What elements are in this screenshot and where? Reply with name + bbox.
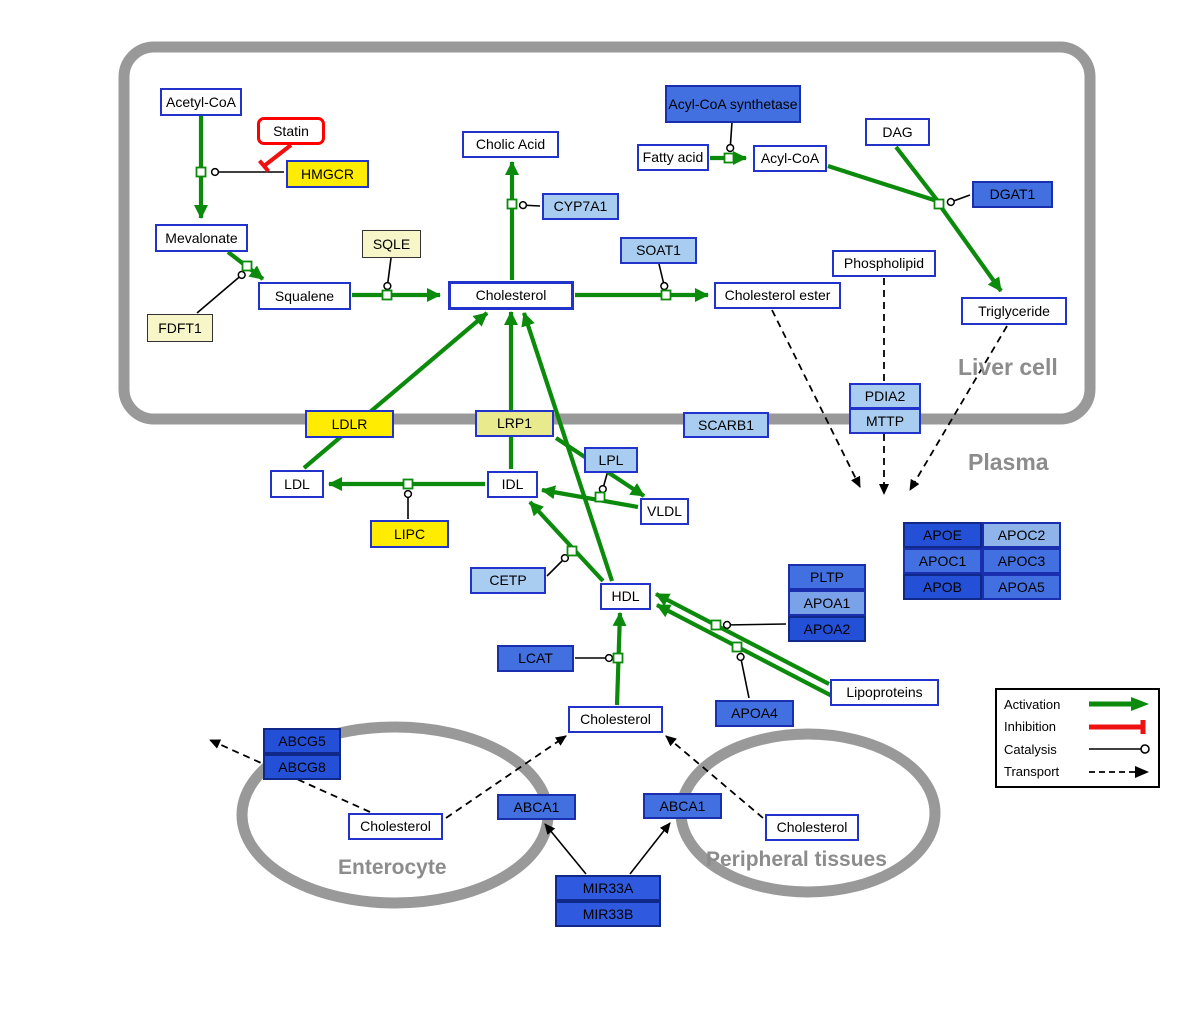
edge-inhibition-statin (262, 143, 293, 168)
node-lpl[interactable]: LPL (584, 447, 638, 473)
edge-mir33-abca1-peripheral (629, 822, 671, 875)
node-pltp[interactable]: PLTP (788, 564, 866, 590)
peripheral-tissues-label: Peripheral tissues (706, 848, 887, 871)
legend-inhibition-label: Inhibition (1004, 719, 1057, 735)
node-fatty-acid[interactable]: Fatty acid (637, 144, 709, 171)
node-fdft1[interactable]: FDFT1 (147, 314, 213, 342)
node-squalene[interactable]: Squalene (258, 282, 351, 310)
node-cholesterol-liver[interactable]: Cholesterol (448, 281, 574, 310)
edge-catalysis-fdft1 (196, 270, 246, 314)
edge-catalysis-cyp7a1 (518, 200, 541, 210)
node-apoa4[interactable]: APOA4 (715, 700, 794, 727)
node-triglyceride[interactable]: Triglyceride (961, 297, 1067, 325)
edge-catalysis-soat1 (658, 263, 669, 291)
edge-lipoproteins-hdl-1 (655, 592, 830, 686)
edge-transport-triglyceride-lipoproteins (909, 325, 1008, 491)
activation-arrow-icon (1089, 697, 1149, 712)
edge-inhibition-statin-tbar (257, 159, 271, 173)
inhibition-tbar-icon (1089, 719, 1146, 734)
node-acyl-coa[interactable]: Acyl-CoA (753, 145, 827, 172)
edge-acylcoa-dgat-junction (827, 164, 938, 203)
edge-transport-enterocyte-cholesterol-plasma (445, 735, 567, 819)
node-ldlr[interactable]: LDLR (305, 410, 394, 438)
edge-catalysis-acylcoa-synthetase (726, 121, 735, 153)
node-cholesterol-plasma[interactable]: Cholesterol (568, 706, 663, 733)
legend-row-activation: Activation (1004, 693, 1151, 715)
node-abca1-enterocyte[interactable]: ABCA1 (497, 794, 576, 820)
legend-activation-label: Activation (1004, 696, 1061, 712)
node-apoa1[interactable]: APOA1 (788, 590, 866, 616)
node-hmgcr[interactable]: HMGCR (286, 160, 369, 188)
node-apoc3[interactable]: APOC3 (982, 548, 1061, 574)
edge-vldl-idl (541, 485, 639, 510)
node-cholesterol-peripheral[interactable]: Cholesterol (765, 814, 859, 841)
node-lipoproteins[interactable]: Lipoproteins (830, 679, 939, 706)
node-ldl[interactable]: LDL (270, 470, 324, 498)
legend-row-transport: Transport (1004, 761, 1151, 783)
edge-mir33-abca1-enterocyte (544, 823, 587, 875)
edge-hdl-idl-cetp (528, 500, 605, 583)
node-cyp7a1[interactable]: CYP7A1 (542, 193, 619, 220)
node-cholesterol-enterocyte[interactable]: Cholesterol (348, 813, 443, 840)
node-abca1-peripheral[interactable]: ABCA1 (643, 793, 722, 819)
node-apoe[interactable]: APOE (903, 522, 982, 548)
edge-transport-peripheral-cholesterol-plasma (665, 735, 764, 819)
liver-cell-membrane (118, 41, 1096, 425)
node-apoc2[interactable]: APOC2 (982, 522, 1061, 548)
node-dgat1[interactable]: DGAT1 (972, 181, 1053, 208)
node-cetp[interactable]: CETP (470, 567, 546, 594)
edge-junction-triglyceride (939, 205, 1003, 293)
legend-transport-label: Transport (1004, 764, 1060, 780)
node-idl[interactable]: IDL (487, 471, 538, 498)
node-scarb1[interactable]: SCARB1 (683, 412, 769, 438)
node-cholesterol-ester[interactable]: Cholesterol ester (714, 282, 841, 309)
edge-catalysis-sqle (383, 257, 392, 291)
node-apoa5[interactable]: APOA5 (982, 574, 1061, 600)
node-mir33b[interactable]: MIR33B (555, 901, 661, 927)
node-mir33a[interactable]: MIR33A (555, 875, 661, 901)
reaction-nodes (195, 152, 945, 664)
edge-catalysis-apoa (722, 620, 787, 630)
node-mevalonate[interactable]: Mevalonate (155, 224, 248, 252)
node-lcat[interactable]: LCAT (497, 645, 574, 672)
node-sqle[interactable]: SQLE (362, 230, 421, 258)
node-hdl[interactable]: HDL (600, 583, 651, 610)
node-dag[interactable]: DAG (865, 118, 930, 146)
edge-transport-cholesterolester-lipoproteins (771, 309, 861, 488)
edge-ldl-ldlr-cholesterol (302, 311, 489, 470)
node-acetyl-coa[interactable]: Acetyl-CoA (160, 88, 242, 116)
liver-cell-label: Liver cell (958, 354, 1058, 380)
node-phospholipid[interactable]: Phospholipid (832, 250, 936, 277)
node-abcg8[interactable]: ABCG8 (263, 754, 341, 780)
node-vldl[interactable]: VLDL (640, 498, 689, 525)
node-cholic-acid[interactable]: Cholic Acid (462, 131, 559, 158)
catalysis-circle-icon (1089, 744, 1150, 755)
legend-row-inhibition: Inhibition (1004, 716, 1151, 738)
node-soat1[interactable]: SOAT1 (620, 237, 697, 264)
node-pdia2[interactable]: PDIA2 (849, 383, 921, 409)
edge-lipoproteins-hdl-2 (656, 603, 835, 699)
node-mttp[interactable]: MTTP (849, 408, 921, 434)
legend-row-catalysis: Catalysis (1004, 738, 1151, 760)
edge-catalysis-dgat1 (946, 194, 971, 207)
edge-catalysis-lpl (598, 473, 608, 494)
edge-dag-dgat-junction (894, 145, 939, 202)
legend: Activation Inhibition Catalysis Transpor… (995, 688, 1160, 788)
node-lipc[interactable]: LIPC (370, 520, 449, 548)
enterocyte-label: Enterocyte (338, 856, 447, 879)
transport-arrow-icon (1089, 765, 1149, 778)
plasma-label: Plasma (968, 449, 1049, 475)
node-statin[interactable]: Statin (257, 117, 325, 145)
node-acyl-coa-synthetase[interactable]: Acyl-CoA synthetase (665, 85, 801, 123)
legend-catalysis-label: Catalysis (1004, 741, 1057, 757)
node-apoc1[interactable]: APOC1 (903, 548, 982, 574)
node-lrp1[interactable]: LRP1 (475, 410, 554, 437)
edge-catalysis-apoa4 (736, 652, 750, 699)
node-apob[interactable]: APOB (903, 574, 982, 600)
node-abcg5[interactable]: ABCG5 (263, 728, 341, 754)
edge-catalysis-cetp (546, 553, 570, 577)
node-apoa2[interactable]: APOA2 (788, 616, 866, 642)
